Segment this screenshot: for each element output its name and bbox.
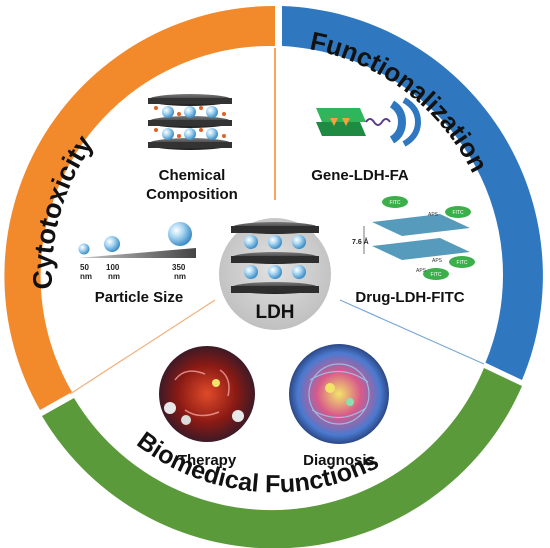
svg-text:FITC: FITC: [456, 260, 467, 266]
divider-right: [339, 299, 485, 365]
svg-text:APS: APS: [432, 258, 443, 264]
svg-text:FITC: FITC: [452, 210, 463, 216]
ring-biomedical: [42, 368, 522, 548]
diagnosis-label: Diagnosis: [303, 452, 375, 469]
svg-text:FITC: FITC: [430, 272, 441, 278]
ring-cytotoxicity: [4, 5, 276, 411]
therapy-image: [159, 346, 255, 442]
diagnosis-image: [289, 344, 389, 444]
svg-text:APS: APS: [416, 268, 427, 274]
svg-text:FITC: FITC: [389, 200, 400, 206]
svg-text:APS: APS: [428, 212, 439, 218]
drug-ldh-fitc-label: Drug-LDH-FITC: [355, 289, 464, 306]
center-ldh: LDH: [219, 218, 331, 330]
chemical-label-line1: Chemical: [159, 167, 226, 184]
center-ldh-label: LDH: [255, 302, 294, 323]
chemical-label-line2: Composition: [146, 186, 238, 203]
gene-ldh-fa-label: Gene-LDH-FA: [311, 167, 409, 184]
ring-functionalization: [282, 6, 543, 380]
gene-ldh-fa-icon: [316, 97, 422, 147]
chemical-composition-icon: [148, 94, 232, 150]
divider-left: [69, 299, 216, 395]
particle-size-label: Particle Size: [95, 289, 183, 306]
svg-text:7.6 Å: 7.6 Å: [352, 237, 369, 246]
particle-size-icon: [78, 222, 196, 258]
therapy-label: Therapy: [178, 452, 237, 469]
drug-ldh-fitc-icon: 7.6 Å FITC FITC FITC FITC APS APS APS: [352, 196, 475, 280]
